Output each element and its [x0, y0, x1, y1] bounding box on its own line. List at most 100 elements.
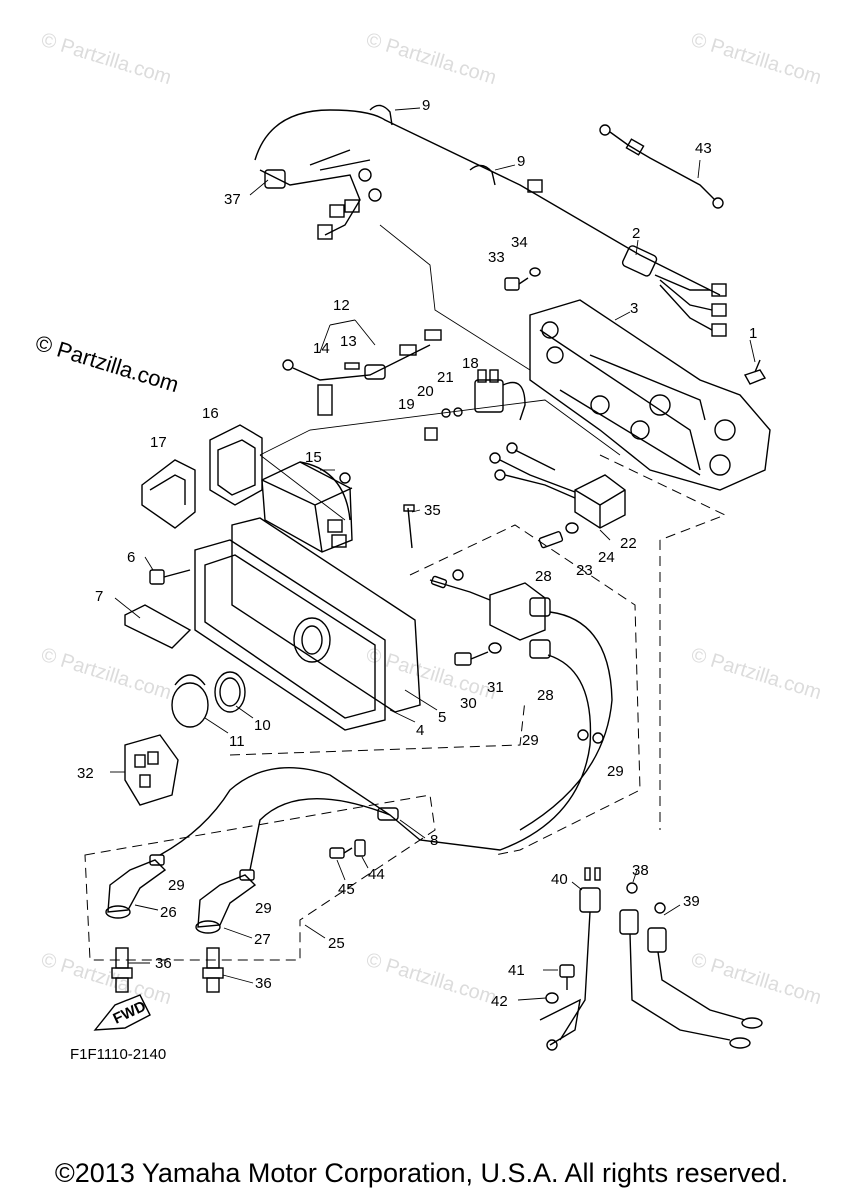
plug-cap-26 [105, 854, 167, 919]
watermark-text: © Partzilla.com [39, 949, 174, 1009]
holder-32 [124, 734, 179, 806]
callout-37: 37 [224, 191, 241, 208]
fwd-arrow: FWD [93, 994, 151, 1031]
callout-31: 31 [487, 679, 504, 696]
assembly-outlines [84, 224, 727, 961]
callout-9: 9 [517, 153, 525, 170]
callout-5: 5 [438, 709, 446, 726]
cap-11 [171, 674, 209, 728]
callout-9: 9 [422, 97, 430, 114]
callout-19: 19 [398, 396, 415, 413]
cover-group-outline [229, 699, 526, 756]
plug-cap-group-outline [84, 794, 436, 961]
callout-34: 34 [511, 234, 528, 251]
cover-5 [194, 539, 386, 731]
watermark-text: © Partzilla.com [689, 29, 824, 89]
callout-28: 28 [535, 568, 552, 585]
callout-8: 8 [430, 832, 438, 849]
bolt-6 [149, 569, 191, 585]
cdi-leader [259, 454, 346, 521]
sensor-39 [647, 902, 763, 1029]
clamp-9 [369, 104, 543, 193]
spark-plug-36 [111, 947, 224, 993]
o-ring-10 [214, 671, 246, 713]
bolt-33 [504, 267, 541, 291]
callout-41: 41 [508, 962, 525, 979]
callout-33: 33 [488, 249, 505, 266]
bracket-17 [141, 459, 196, 529]
ignition-coil-28 [429, 569, 551, 666]
high-tension-cords [159, 611, 613, 871]
callout-3: 3 [630, 300, 638, 317]
callout-7: 7 [95, 588, 103, 605]
fuse-holder-12 [282, 319, 442, 416]
callout-6: 6 [127, 549, 135, 566]
callout-18: 18 [462, 355, 479, 372]
callout-2: 2 [632, 225, 640, 242]
sensor-40 [559, 867, 601, 1041]
callout-32: 32 [77, 765, 94, 782]
rectifier-22 [489, 442, 626, 549]
cdi-leader [259, 399, 621, 456]
plate-7 [124, 604, 192, 649]
callout-35: 35 [424, 502, 441, 519]
callout-20: 20 [417, 383, 434, 400]
leader-lines [110, 107, 756, 1001]
callout-30: 30 [460, 695, 477, 712]
watermark-text: © Partzilla.com [39, 644, 174, 704]
callout-45: 45 [338, 881, 355, 898]
harness-leader [379, 224, 531, 371]
bracket-group-outline [599, 454, 727, 541]
callout-26: 26 [160, 904, 177, 921]
grommet-2 [621, 245, 727, 337]
watermark-text: © Partzilla.com [689, 949, 824, 1009]
callout-10: 10 [254, 717, 271, 734]
plug-cap-27 [195, 869, 257, 934]
callout-4: 4 [416, 722, 424, 739]
callout-43: 43 [695, 140, 712, 157]
callout-numbers: 9 9 43 37 2 34 33 3 1 12 13 14 18 21 20 … [77, 97, 757, 1010]
callout-29: 29 [168, 877, 185, 894]
diagram-code: F1F1110-2140 [70, 1046, 167, 1063]
callout-1: 1 [749, 325, 757, 342]
watermark-text: © Partzilla.com [39, 29, 174, 89]
watermark-text: © Partzilla.com [364, 29, 499, 89]
callout-14: 14 [313, 340, 330, 357]
watermark-text: © Partzilla.com [689, 644, 824, 704]
callout-16: 16 [202, 405, 219, 422]
callout-28: 28 [537, 687, 554, 704]
gasket-4 [231, 517, 421, 713]
callout-21: 21 [437, 369, 454, 386]
callout-23: 23 [576, 562, 593, 579]
callout-44: 44 [368, 866, 385, 883]
watermark-text: © Partzilla.com [364, 644, 499, 704]
band-35 [403, 504, 415, 549]
bolt-1 [743, 359, 767, 385]
callout-36: 36 [255, 975, 272, 992]
callout-38: 38 [632, 862, 649, 879]
callout-40: 40 [551, 871, 568, 888]
callout-29: 29 [255, 900, 272, 917]
callout-29: 29 [607, 763, 624, 780]
electrical-box-3 [529, 299, 771, 491]
callout-29: 29 [522, 732, 539, 749]
callout-11: 11 [229, 733, 245, 750]
callout-25: 25 [328, 935, 345, 952]
bolt-45 [329, 839, 366, 859]
bolt-41 [539, 964, 581, 1051]
relay-18 [424, 369, 526, 441]
callout-13: 13 [340, 333, 357, 350]
wire-harness-37 [254, 109, 721, 296]
callout-15: 15 [305, 449, 322, 466]
callout-27: 27 [254, 931, 271, 948]
sensor-38 [619, 882, 751, 1049]
callout-17: 17 [150, 434, 167, 451]
watermark-text: © Partzilla.com [364, 949, 499, 1009]
wire-lead-43 [599, 124, 724, 209]
ignition-coil-group-outline [409, 524, 641, 856]
callout-36: 36 [155, 955, 172, 972]
holder-16 [209, 424, 263, 506]
callout-22: 22 [620, 535, 637, 552]
copyright-notice: ©2013 Yamaha Motor Corporation, U.S.A. A… [54, 1158, 789, 1188]
